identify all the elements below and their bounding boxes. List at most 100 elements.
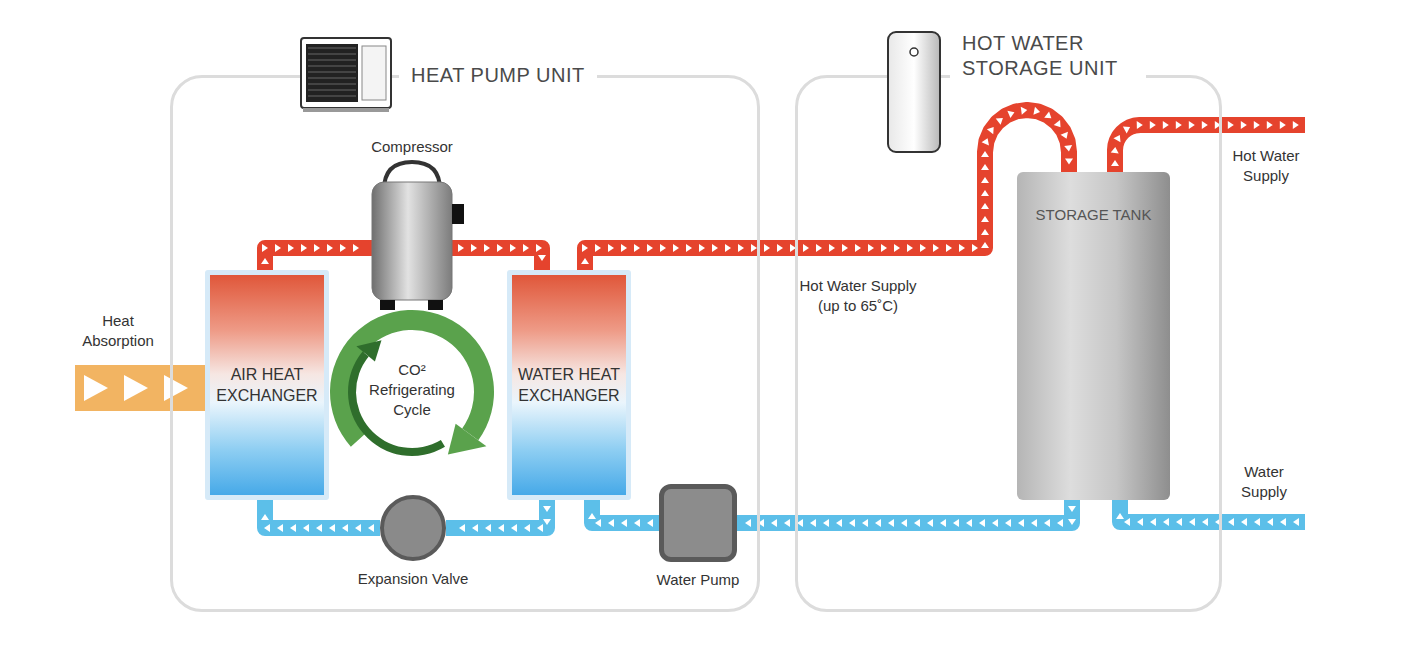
flow-chevron bbox=[264, 524, 270, 532]
flow-chevron bbox=[608, 244, 614, 252]
flow-chevron bbox=[1176, 121, 1182, 129]
flow-chevron bbox=[1280, 121, 1286, 129]
flow-chevron bbox=[1163, 518, 1169, 526]
flow-chevron bbox=[745, 519, 751, 527]
grille-lines bbox=[308, 48, 356, 96]
flow-chevron bbox=[981, 229, 989, 235]
flow-chevron bbox=[771, 519, 777, 527]
flow-chevron bbox=[981, 151, 989, 157]
tank-icon bbox=[888, 32, 940, 152]
flow-chevron bbox=[1007, 108, 1016, 118]
flow-chevron bbox=[1111, 160, 1119, 166]
compressor-foot bbox=[428, 300, 443, 310]
flow-chevron bbox=[673, 244, 679, 252]
flow-chevron bbox=[1228, 518, 1234, 526]
flow-chevron bbox=[862, 519, 868, 527]
flow-chevron bbox=[647, 519, 653, 527]
tank-icon-body bbox=[888, 32, 940, 152]
flow-chevron bbox=[901, 519, 907, 527]
part-label: Expansion Valve bbox=[348, 569, 478, 589]
grille-line bbox=[308, 84, 356, 85]
flow-chevron bbox=[261, 514, 269, 520]
flow-chevron bbox=[1202, 121, 1208, 129]
part-label: Compressor bbox=[347, 138, 477, 155]
flow-chevron bbox=[1068, 519, 1076, 525]
unit-panel bbox=[362, 46, 386, 100]
flow-chevron bbox=[940, 519, 946, 527]
node-title: WATER HEAT EXCHANGER bbox=[512, 364, 626, 406]
flow-chevron bbox=[868, 244, 874, 252]
band-arrow bbox=[124, 375, 148, 401]
flow-chevron bbox=[538, 255, 546, 261]
heat-exchanger: AIR HEAT EXCHANGER bbox=[205, 270, 329, 500]
band-arrow bbox=[84, 375, 108, 401]
flow-chevron bbox=[1031, 519, 1037, 527]
flow-chevron bbox=[1137, 518, 1143, 526]
flow-chevron bbox=[725, 244, 731, 252]
flow-chevron bbox=[485, 524, 491, 532]
flow-chevron bbox=[829, 244, 835, 252]
flow-chevron bbox=[849, 519, 855, 527]
unit-region: HEAT PUMP UNITCompressorAIR HEAT EXCHANG… bbox=[170, 75, 760, 612]
cycle-label: CO² Refrigerating Cycle bbox=[360, 360, 464, 420]
flow-chevron bbox=[1267, 518, 1273, 526]
cycle-arrowhead bbox=[448, 424, 487, 455]
flow-chevron bbox=[823, 519, 829, 527]
flow-chevron bbox=[981, 242, 989, 248]
flow-chevron bbox=[1044, 111, 1054, 121]
compressor-drawing bbox=[372, 182, 452, 300]
flow-chevron bbox=[472, 524, 478, 532]
flow-chevron bbox=[355, 524, 361, 532]
flow-chevron bbox=[946, 244, 952, 252]
flow-chevron bbox=[660, 244, 666, 252]
flow-label: Water Supply bbox=[1229, 462, 1299, 502]
flow-chevron bbox=[982, 137, 992, 146]
compressor-foot bbox=[380, 300, 395, 310]
flow-chevron bbox=[894, 244, 900, 252]
flow-chevron bbox=[537, 524, 543, 532]
flow-chevron bbox=[987, 125, 997, 135]
flow-chevron bbox=[1228, 121, 1234, 129]
unit-region: HOT WATER STORAGE UNITSTORAGE TANK bbox=[795, 75, 1222, 612]
flow-chevron bbox=[907, 244, 913, 252]
storage-tank: STORAGE TANK bbox=[1017, 172, 1170, 500]
flow-chevron bbox=[581, 258, 589, 264]
flow-chevron bbox=[981, 164, 989, 170]
flow-chevron bbox=[1065, 158, 1073, 164]
flow-chevron bbox=[953, 519, 959, 527]
flow-chevron bbox=[329, 524, 335, 532]
cycle-swirl bbox=[330, 310, 494, 456]
flow-chevron bbox=[1241, 121, 1247, 129]
band-arrow bbox=[164, 375, 188, 401]
flow-chevron bbox=[290, 524, 296, 532]
edge-label: Hot Water Supply (up to 65˚C) bbox=[793, 276, 923, 316]
flow-chevron bbox=[497, 244, 503, 252]
flow-chevron bbox=[1176, 518, 1182, 526]
flow-chevron bbox=[1254, 121, 1260, 129]
flow-chevron bbox=[1202, 518, 1208, 526]
flow-chevron bbox=[316, 524, 322, 532]
flow-chevron bbox=[303, 524, 309, 532]
flow-chevron bbox=[1054, 120, 1064, 130]
flow-chevron bbox=[1189, 518, 1195, 526]
pipe bbox=[265, 248, 372, 270]
hot-water-outlet bbox=[1111, 121, 1305, 172]
pipe bbox=[737, 500, 1072, 523]
pipe bbox=[592, 500, 659, 523]
flow-chevron bbox=[1021, 106, 1028, 115]
flow-chevron bbox=[979, 519, 985, 527]
flow-chevron bbox=[920, 244, 926, 252]
flow-chevron bbox=[888, 519, 894, 527]
flow-chevron bbox=[1116, 513, 1124, 519]
flow-chevron bbox=[959, 244, 965, 252]
water-inlet bbox=[1116, 500, 1305, 526]
pipe-connector bbox=[588, 500, 659, 527]
flow-chevron bbox=[996, 115, 1006, 125]
flow-chevron bbox=[712, 244, 718, 252]
flow-chevron bbox=[523, 244, 529, 252]
flow-chevron bbox=[881, 244, 887, 252]
flow-chevron bbox=[1113, 133, 1123, 142]
flow-chevron bbox=[340, 244, 346, 252]
flow-chevron bbox=[342, 524, 348, 532]
flow-chevron bbox=[784, 519, 790, 527]
